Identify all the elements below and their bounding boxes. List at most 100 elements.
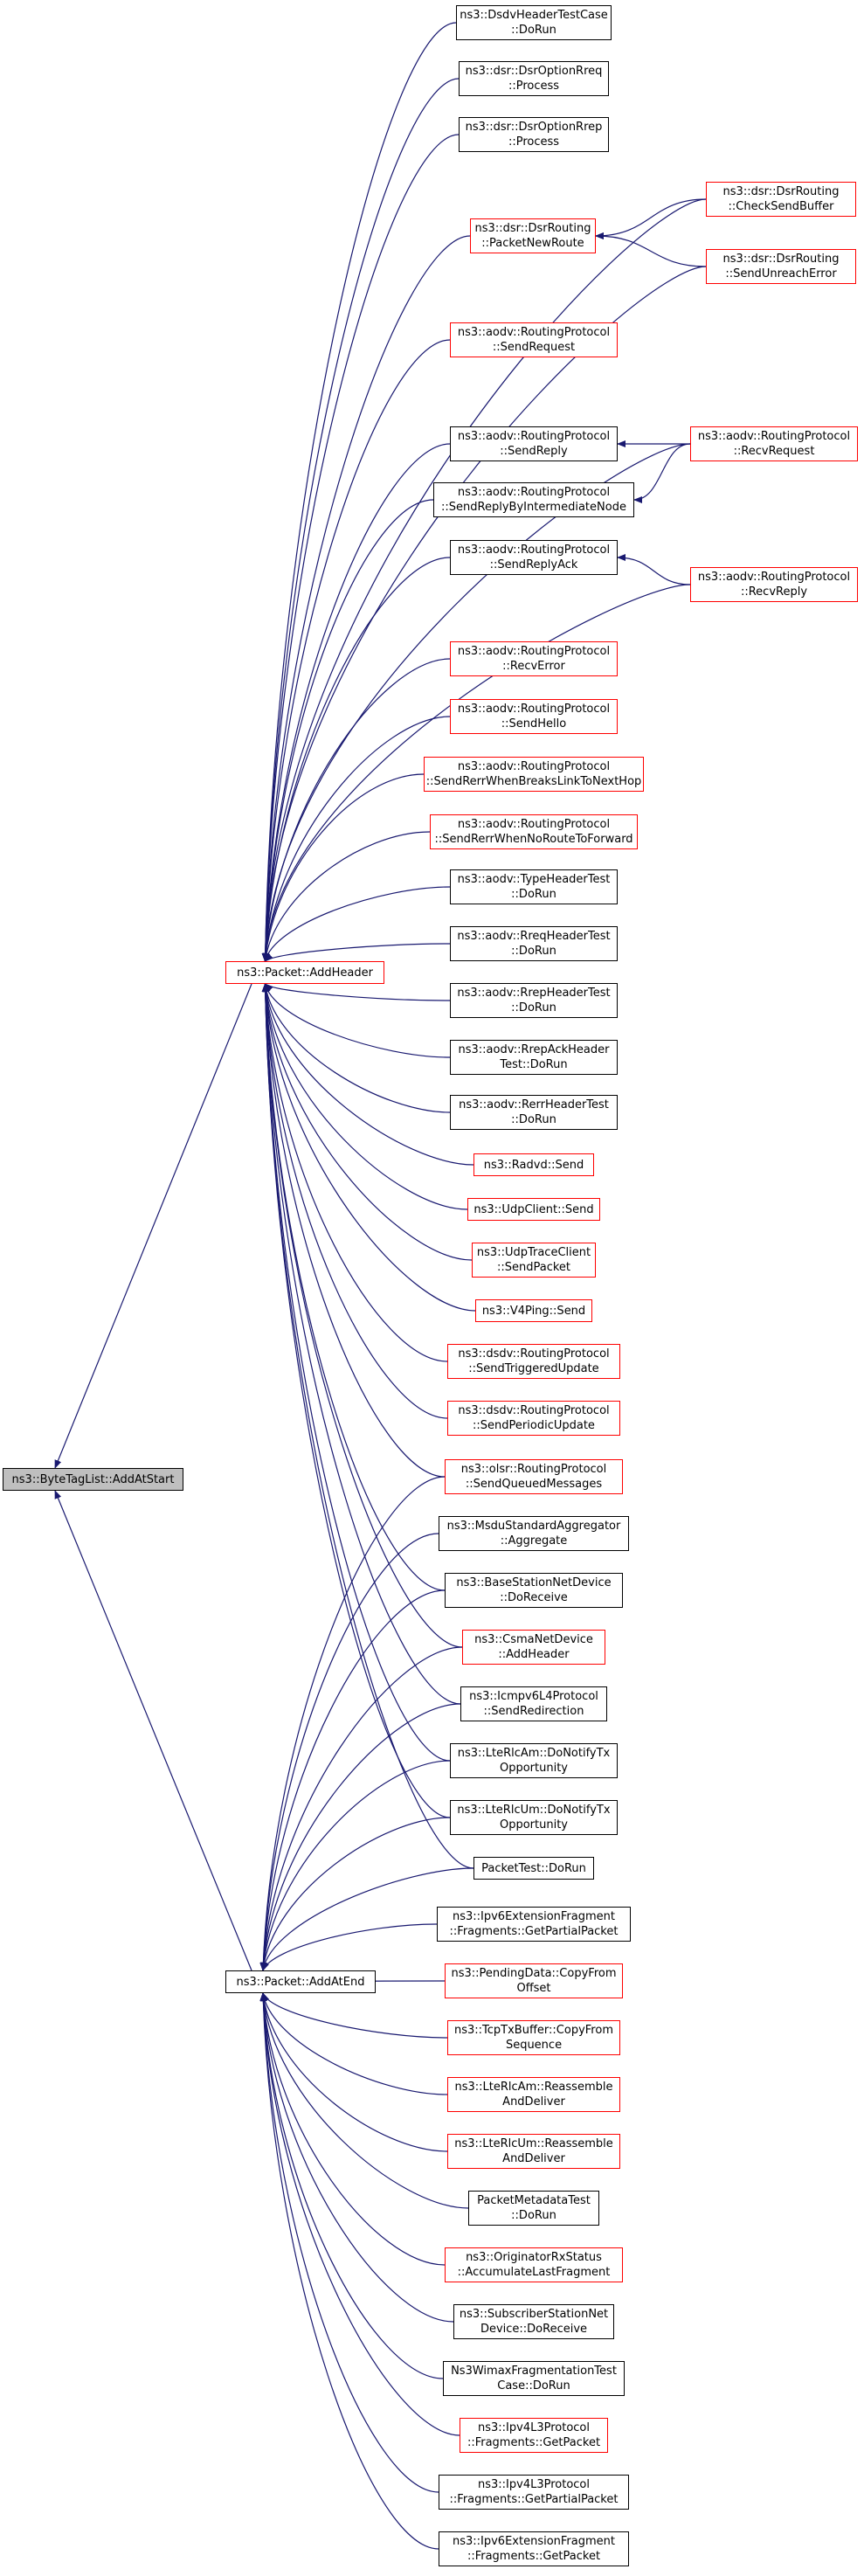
- node-dsdvspu[interactable]: ns3::dsdv::RoutingProtocol::SendPeriodic…: [447, 1401, 620, 1436]
- node-label-line: ::DoRun: [511, 2209, 556, 2222]
- node-udptrace[interactable]: ns3::UdpTraceClient::SendPacket: [472, 1243, 596, 1278]
- node-label-line: ns3::aodv::RoutingProtocol: [697, 430, 851, 443]
- node-label-line: ns3::aodv::RrepHeaderTest: [457, 987, 611, 1000]
- node-icmpv6[interactable]: ns3::Icmpv6L4Protocol::SendRedirection: [460, 1686, 607, 1721]
- node-label-line: ns3::Radvd::Send: [483, 1158, 584, 1172]
- node-aodvtht[interactable]: ns3::aodv::TypeHeaderTest::DoRun: [450, 869, 618, 904]
- edge-ipv4l3p-to-addatend: [259, 1992, 439, 2493]
- node-dsrrreq[interactable]: ns3::dsr::DsrOptionRreq::Process: [459, 61, 609, 96]
- node-aodvsrwbl[interactable]: ns3::aodv::RoutingProtocol::SendRerrWhen…: [424, 757, 644, 792]
- node-ipv6fragp[interactable]: ns3::Ipv6ExtensionFragment::Fragments::G…: [439, 2531, 629, 2566]
- edge-radvd-to-addheader: [262, 983, 474, 1166]
- edge-aodvrrepht-to-addheader: [264, 983, 451, 1001]
- node-aodvrerrht[interactable]: ns3::aodv::RerrHeaderTest::DoRun: [450, 1095, 618, 1130]
- node-label-line: ::RecvError: [502, 660, 565, 673]
- node-label-line: ::SendReplyAck: [489, 558, 578, 571]
- node-label-line: ns3::UdpClient::Send: [473, 1202, 594, 1216]
- node-addatend[interactable]: ns3::Packet::AddAtEnd: [225, 1970, 376, 1993]
- node-ipv4l3[interactable]: ns3::Ipv4L3Protocol::Fragments::GetPacke…: [460, 2418, 608, 2453]
- node-label-line: ns3::V4Ping::Send: [481, 1304, 586, 1318]
- node-label-line: ::SendUnreachError: [725, 267, 837, 280]
- node-radvd[interactable]: ns3::Radvd::Send: [473, 1153, 594, 1176]
- node-label-line: ns3::aodv::RoutingProtocol: [457, 818, 611, 831]
- node-aodvsreq[interactable]: ns3::aodv::RoutingProtocol::SendRequest: [450, 322, 618, 357]
- node-dsrrrep[interactable]: ns3::dsr::DsrOptionRrep::Process: [459, 117, 609, 152]
- node-label-line: ::DoRun: [511, 1113, 556, 1126]
- edge-v4ping-to-addheader: [261, 983, 476, 1312]
- edge-ipv6frag-to-addatend: [262, 1923, 438, 1971]
- node-aodvsrep[interactable]: ns3::aodv::RoutingProtocol::SendReply: [450, 426, 618, 461]
- node-aodvsrwnr[interactable]: ns3::aodv::RoutingProtocol::SendRerrWhen…: [430, 814, 638, 849]
- node-label-line: ::AddHeader: [498, 1648, 570, 1661]
- node-aodvrrep[interactable]: ns3::aodv::RoutingProtocol::RecvReply: [690, 567, 858, 602]
- node-dsdvstu[interactable]: ns3::dsdv::RoutingProtocol::SendTriggere…: [447, 1344, 620, 1379]
- node-label-line: ns3::UdpTraceClient: [476, 1246, 591, 1259]
- node-ipv6frag[interactable]: ns3::Ipv6ExtensionFragment::Fragments::G…: [437, 1907, 631, 1942]
- node-aodvsrack[interactable]: ns3::aodv::RoutingProtocol::SendReplyAck: [450, 540, 618, 575]
- node-packettest[interactable]: PacketTest::DoRun: [473, 1857, 594, 1880]
- node-aodvrreqht[interactable]: ns3::aodv::RreqHeaderTest::DoRun: [450, 926, 618, 961]
- node-dsrsue[interactable]: ns3::dsr::DsrRouting::SendUnreachError: [706, 249, 856, 284]
- node-label-line: ::Aggregate: [500, 1534, 568, 1548]
- node-label-line: ::SendRequest: [492, 341, 576, 354]
- node-label-line: ns3::LteRlcAm::Reassemble: [454, 2081, 613, 2094]
- node-v4ping[interactable]: ns3::V4Ping::Send: [475, 1299, 592, 1322]
- node-aodvrreq[interactable]: ns3::aodv::RoutingProtocol::RecvRequest: [690, 426, 858, 461]
- edge-bsnd-to-addatend: [259, 1589, 446, 1971]
- node-udpclient[interactable]: ns3::UdpClient::Send: [467, 1198, 600, 1221]
- node-label-line: ns3::LteRlcUm::Reassemble: [454, 2137, 613, 2150]
- edge-lterlcum-to-addheader: [261, 983, 451, 1818]
- edge-lterlcam-to-addheader: [261, 983, 451, 1762]
- node-label-line: ns3::CsmaNetDevice: [474, 1633, 593, 1646]
- node-ipv4l3p[interactable]: ns3::Ipv4L3Protocol::Fragments::GetParti…: [439, 2475, 629, 2510]
- node-label-line: Test::DoRun: [500, 1058, 568, 1071]
- edge-packettest-to-addheader: [261, 983, 474, 1869]
- node-label-line: ns3::BaseStationNetDevice: [456, 1576, 612, 1589]
- edge-aodvrreq-to-aodvsrbin: [633, 443, 691, 503]
- node-label-line: PacketTest::DoRun: [481, 1861, 586, 1875]
- node-label-line: ::DoReceive: [500, 1591, 568, 1604]
- edge-pktmeta-to-addatend: [259, 1992, 469, 2209]
- node-label-line: ::AccumulateLastFragment: [457, 2266, 611, 2279]
- node-label-line: ns3::Ipv4L3Protocol: [478, 2478, 590, 2491]
- edge-dsdvstu-to-addheader: [261, 983, 448, 1362]
- node-aodvrerr[interactable]: ns3::aodv::RoutingProtocol::RecvError: [450, 641, 618, 676]
- node-olsrsqm[interactable]: ns3::olsr::RoutingProtocol::SendQueuedMe…: [445, 1459, 623, 1494]
- node-csma[interactable]: ns3::CsmaNetDevice::AddHeader: [462, 1630, 605, 1665]
- node-label-line: ::Process: [508, 80, 560, 93]
- node-label-line: ::Process: [508, 135, 560, 149]
- node-dsrpnr[interactable]: ns3::dsr::DsrRouting::PacketNewRoute: [470, 218, 596, 253]
- node-pktmeta[interactable]: PacketMetadataTest::DoRun: [468, 2191, 599, 2226]
- node-label-line: ns3::Ipv6ExtensionFragment: [452, 2535, 615, 2548]
- node-label-line: ::Fragments::GetPacket: [467, 2436, 601, 2449]
- node-origrx[interactable]: ns3::OriginatorRxStatus::AccumulateLastF…: [445, 2247, 623, 2282]
- node-bsnd[interactable]: ns3::BaseStationNetDevice::DoReceive: [445, 1573, 623, 1608]
- edge-packettest-to-addatend: [260, 1867, 474, 1971]
- node-label-line: ns3::dsr::DsrOptionRrep: [465, 121, 603, 134]
- node-addheader[interactable]: ns3::Packet::AddHeader: [225, 961, 384, 984]
- edge-dsrpnr-to-addheader: [261, 235, 471, 962]
- node-aodvshello[interactable]: ns3::aodv::RoutingProtocol::SendHello: [450, 699, 618, 734]
- node-aodvrrepht[interactable]: ns3::aodv::RrepHeaderTest::DoRun: [450, 983, 618, 1018]
- node-aodvsrbin[interactable]: ns3::aodv::RoutingProtocol::SendReplyByI…: [433, 482, 634, 517]
- node-dsdvhdr[interactable]: ns3::DsdvHeaderTestCase::DoRun: [456, 5, 612, 40]
- node-label-line: ::DoRun: [511, 1001, 556, 1014]
- node-msdu[interactable]: ns3::MsduStandardAggregator::Aggregate: [439, 1516, 629, 1551]
- node-label-line: ns3::dsr::DsrRouting: [722, 253, 840, 266]
- node-dsrcsb[interactable]: ns3::dsr::DsrRouting::CheckSendBuffer: [706, 182, 856, 217]
- edge-aodvrerr-to-addheader: [262, 658, 451, 962]
- edge-lterlcam-to-addatend: [259, 1760, 451, 1971]
- node-label-line: ::SendReply: [500, 445, 568, 458]
- edge-aodvtht-to-addheader: [263, 886, 451, 962]
- node-label-line: Opportunity: [499, 1762, 568, 1775]
- edge-lteamreass-to-addatend: [260, 1992, 448, 2095]
